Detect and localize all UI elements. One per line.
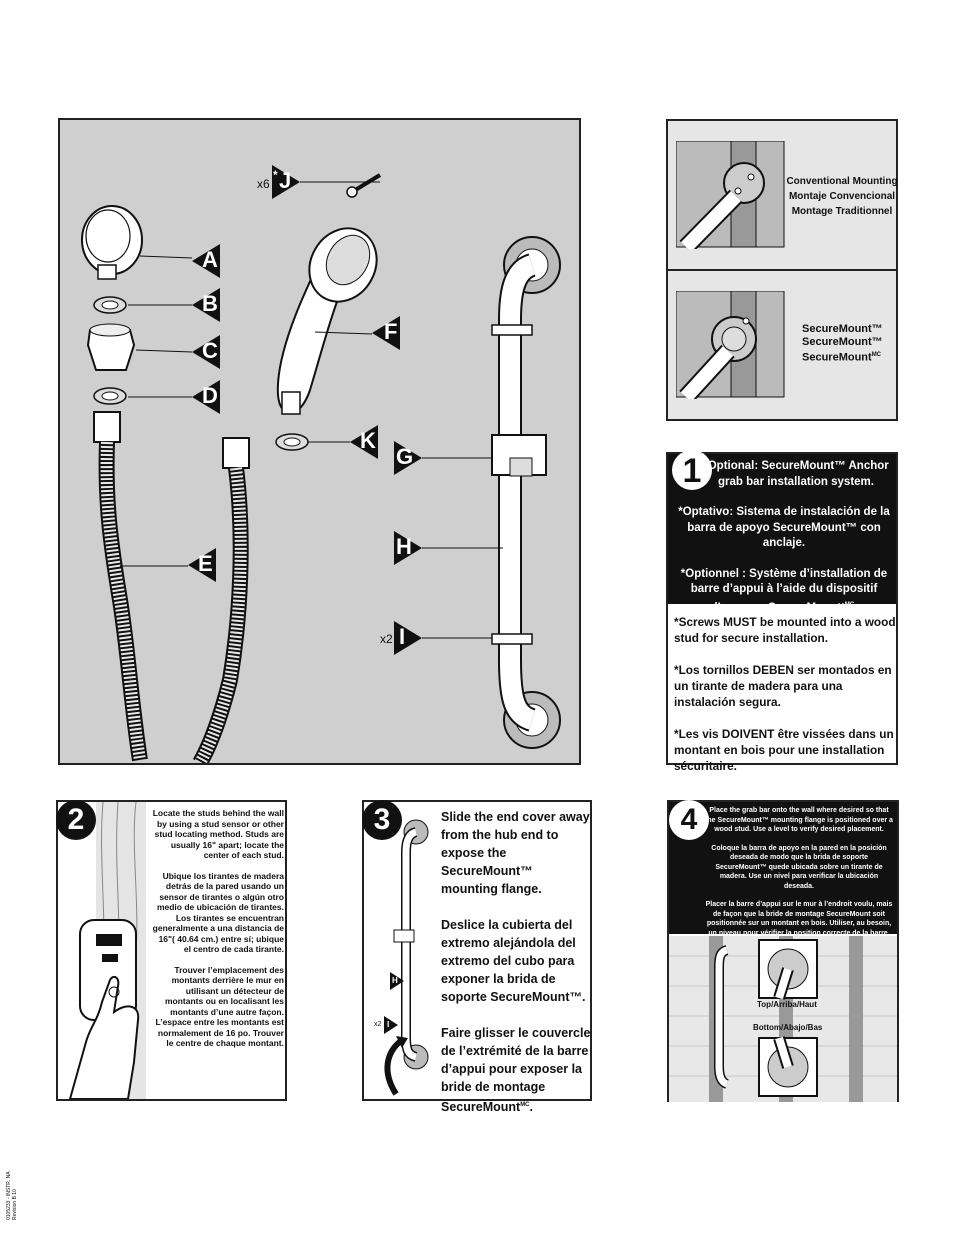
step-3-i-marker (384, 1016, 398, 1034)
conventional-en: Conventional Mounting (786, 176, 898, 187)
part-i-marker (394, 621, 422, 655)
step-4-es: Coloque la barra de apoyo en la pared en… (711, 844, 887, 890)
step-3-fr-sup: MC (520, 1102, 530, 1108)
part-b-marker (192, 288, 220, 322)
part-d-marker (192, 380, 220, 414)
part-g-marker (394, 441, 422, 475)
step-4-top-label: Top/Arriba/Haut (757, 1000, 817, 1009)
step-3-h-label: H (392, 976, 398, 985)
step-2-panel: 2 Locate the studs behind the wall by us… (56, 800, 287, 1101)
step-4-number: 4 (669, 800, 709, 840)
step-4-header: 4 Place the grab bar onto the wall where… (669, 800, 897, 937)
part-h-label: H (396, 534, 412, 559)
step-1-optional-en: *Optional: SecureMount™ Anchor grab bar … (703, 460, 889, 488)
step-3-i-quantity: x2 (374, 1021, 382, 1028)
securemount-illustration (676, 291, 785, 399)
part-e-label: E (198, 551, 213, 576)
parts-panel: A B C D E F K G H I x2 J * x6 (58, 118, 581, 765)
conventional-mounting-caption: Conventional Mounting Montaje Convencion… (784, 174, 900, 219)
conventional-es: Montaje Convencional (788, 191, 896, 202)
step-2-en: Locate the studs behind the wall by usin… (152, 808, 284, 860)
step-1-optional-fr: *Optionnel : Système d’installation de b… (676, 567, 892, 616)
securemount-en: SecureMount™ (802, 323, 883, 335)
step-1-screws-es: *Los tornillos DEBEN ser montados en un … (674, 663, 892, 709)
step-1-optional-fr-end: . (854, 601, 858, 614)
step-4-en: Place the grab bar onto the wall where d… (705, 807, 893, 833)
part-a-label: A (202, 247, 218, 272)
part-g-label: G (396, 444, 414, 469)
step-1-screws-fr: *Les vis DOIVENT être vissées dans un mo… (674, 727, 894, 773)
part-e-marker (188, 548, 216, 582)
part-b-label: B (202, 291, 218, 316)
conventional-fr: Montage Traditionnel (791, 206, 893, 217)
document-code-line-2: Revision B 10 (12, 1189, 18, 1220)
step-4-text: Place the grab bar onto the wall where d… (705, 806, 893, 938)
step-1-optional-fr-sup: MC (844, 601, 855, 608)
step-4-bottom-label: Bottom/Abajo/Bas (753, 1023, 823, 1032)
part-k-marker (350, 425, 378, 459)
securemount-fr-text: SecureMount (802, 351, 872, 364)
part-f-marker (372, 316, 400, 350)
part-j-marker (272, 165, 300, 199)
securemount-fr: SecureMountMC (802, 349, 883, 365)
step-1-optional-es: *Optativo: Sistema de instalación de la … (678, 506, 890, 549)
step-1-screws-en: *Screws MUST be mounted into a wood stud… (674, 615, 896, 645)
step-3-en: Slide the end cover away from the hub en… (441, 810, 590, 896)
step-4-panel: 4 Place the grab bar onto the wall where… (667, 800, 899, 1102)
securemount-es: SecureMount™ (802, 336, 883, 348)
step-3-panel: 3 H I x2 Slide the end cover away from t… (362, 800, 592, 1114)
part-i-label: I (399, 624, 406, 649)
step-1-panel: 1 *Optional: SecureMount™ Anchor grab ba… (666, 450, 898, 773)
step-3-number: 3 (362, 800, 402, 840)
step-3-h-marker (390, 972, 404, 990)
step-2-fr: Trouver l’emplacement des montants derri… (155, 964, 285, 1049)
part-k-label: K (360, 428, 376, 453)
securemount-fr-sup: MC (871, 352, 882, 358)
conventional-mounting-illustration (676, 141, 785, 249)
part-d-label: D (202, 383, 218, 408)
step-1-optional-text: *Optional: SecureMount™ Anchor grab bar … (676, 459, 892, 616)
conventional-section: Conventional Mounting Montaje Convencion… (668, 121, 898, 271)
part-a-marker (192, 244, 220, 278)
securemount-section: SecureMount™ SecureMount™ SecureMountMC (668, 271, 896, 419)
step-3-i-label: I (387, 1020, 390, 1029)
step-1-number: 1 (672, 450, 712, 490)
step-3-grab-bar-illustration (384, 819, 429, 1096)
step-2-es: Ubique los tirantes de madera detrás de … (152, 870, 284, 955)
stud-sensor-illustration (68, 802, 146, 1099)
step-3-fr-text: Faire glisser le couvercle de l’extrémit… (441, 1026, 591, 1115)
step-3-fr-end: . (529, 1100, 534, 1115)
securemount-caption: SecureMount™ SecureMount™ SecureMountMC (802, 323, 883, 365)
part-c-marker (192, 335, 220, 369)
document-code: 0105233 - INSTR. NA Revision B 10 (6, 1171, 18, 1220)
part-j-label: J (279, 168, 292, 193)
step-1-screws-text: *Screws MUST be mounted into a wood stud… (674, 614, 896, 774)
part-j-quantity: x6 (257, 177, 270, 191)
step-3-text: Slide the end cover away from the hub en… (441, 808, 593, 1116)
step-2-text: Locate the studs behind the wall by usin… (152, 808, 284, 1049)
part-f-label: F (384, 319, 398, 344)
step-3-es: Deslice la cubierta del extremo alejándo… (441, 918, 586, 1004)
step-4-wall-illustration (669, 936, 897, 1102)
part-c-label: C (202, 338, 218, 363)
part-i-quantity: x2 (380, 632, 393, 646)
step-1-header: 1 *Optional: SecureMount™ Anchor grab ba… (668, 450, 896, 613)
mounting-comparison-panel: Conventional Mounting Montaje Convencion… (666, 119, 898, 421)
step-4-fr: Placer la barre d’appui sur le mur à l’e… (705, 901, 893, 937)
parts-illustration (81, 173, 561, 763)
step-2-number: 2 (56, 800, 96, 840)
part-h-marker (394, 531, 422, 565)
step-3-fr: Faire glisser le couvercle de l’extrémit… (441, 1024, 593, 1116)
part-j-star: * (273, 168, 278, 182)
step-1-optional-fr-text: *Optionnel : Système d’installation de b… (680, 567, 888, 614)
